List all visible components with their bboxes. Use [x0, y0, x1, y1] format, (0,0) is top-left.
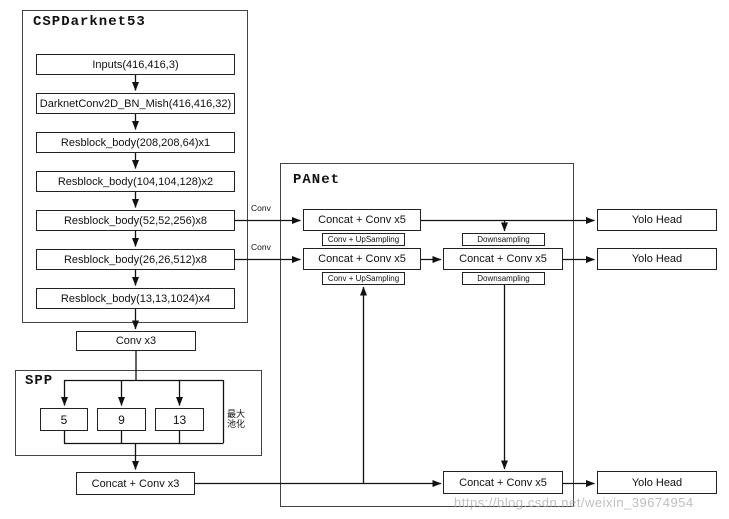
spp-maxpool-note: 最大 池化 [227, 409, 245, 429]
spp-pool-5-box: 5 [40, 408, 88, 431]
spp-pool-13-box: 13 [155, 408, 204, 431]
conv-edge-label-1: Conv [251, 203, 271, 213]
resblock-body-13-layer: Resblock_body(13,13,1024)x4 [36, 288, 235, 309]
downsampling-2-box: Downsampling [462, 272, 545, 285]
inputs-layer: Inputs(416,416,3) [36, 54, 235, 75]
spp-pool-9-box: 9 [97, 408, 146, 431]
yolo-head-1-box: Yolo Head [597, 209, 717, 231]
yolo-head-3-box: Yolo Head [597, 471, 717, 494]
spp-group [15, 370, 262, 456]
spp-maxpool-note-line2: 池化 [227, 419, 246, 429]
spp-maxpool-note-line1: 最大 [227, 409, 246, 419]
panet-group [280, 163, 574, 507]
concat-conv-x5-top-box: Concat + Conv x5 [303, 209, 421, 231]
conv-upsampling-1-box: Conv + UpSampling [322, 233, 405, 246]
darknetconv2d-bn-mish-layer: DarknetConv2D_BN_Mish(416,416,32) [36, 93, 235, 114]
downsampling-1-box: Downsampling [462, 233, 545, 246]
concat-conv-x5-mid-left-box: Concat + Conv x5 [303, 248, 421, 270]
cspdarknet53-title: CSPDarknet53 [33, 14, 146, 30]
concat-conv-x3-box: Concat + Conv x3 [76, 472, 195, 495]
yolo-head-2-box: Yolo Head [597, 248, 717, 270]
resblock-body-208-layer: Resblock_body(208,208,64)x1 [36, 132, 235, 153]
concat-conv-x5-bottom-box: Concat + Conv x5 [443, 471, 563, 494]
spp-title: SPP [25, 373, 54, 389]
resblock-body-26-layer: Resblock_body(26,26,512)x8 [36, 249, 235, 270]
resblock-body-104-layer: Resblock_body(104,104,128)x2 [36, 171, 235, 192]
csdn-watermark: https://blog.csdn.net/weixin_39674954 [454, 495, 694, 510]
panet-title: PANet [293, 172, 341, 188]
conv-upsampling-2-box: Conv + UpSampling [322, 272, 405, 285]
concat-conv-x5-mid-right-box: Concat + Conv x5 [443, 248, 563, 270]
resblock-body-52-layer: Resblock_body(52,52,256)x8 [36, 210, 235, 231]
conv-edge-label-2: Conv [251, 242, 271, 252]
conv-x3-box: Conv x3 [76, 331, 196, 351]
